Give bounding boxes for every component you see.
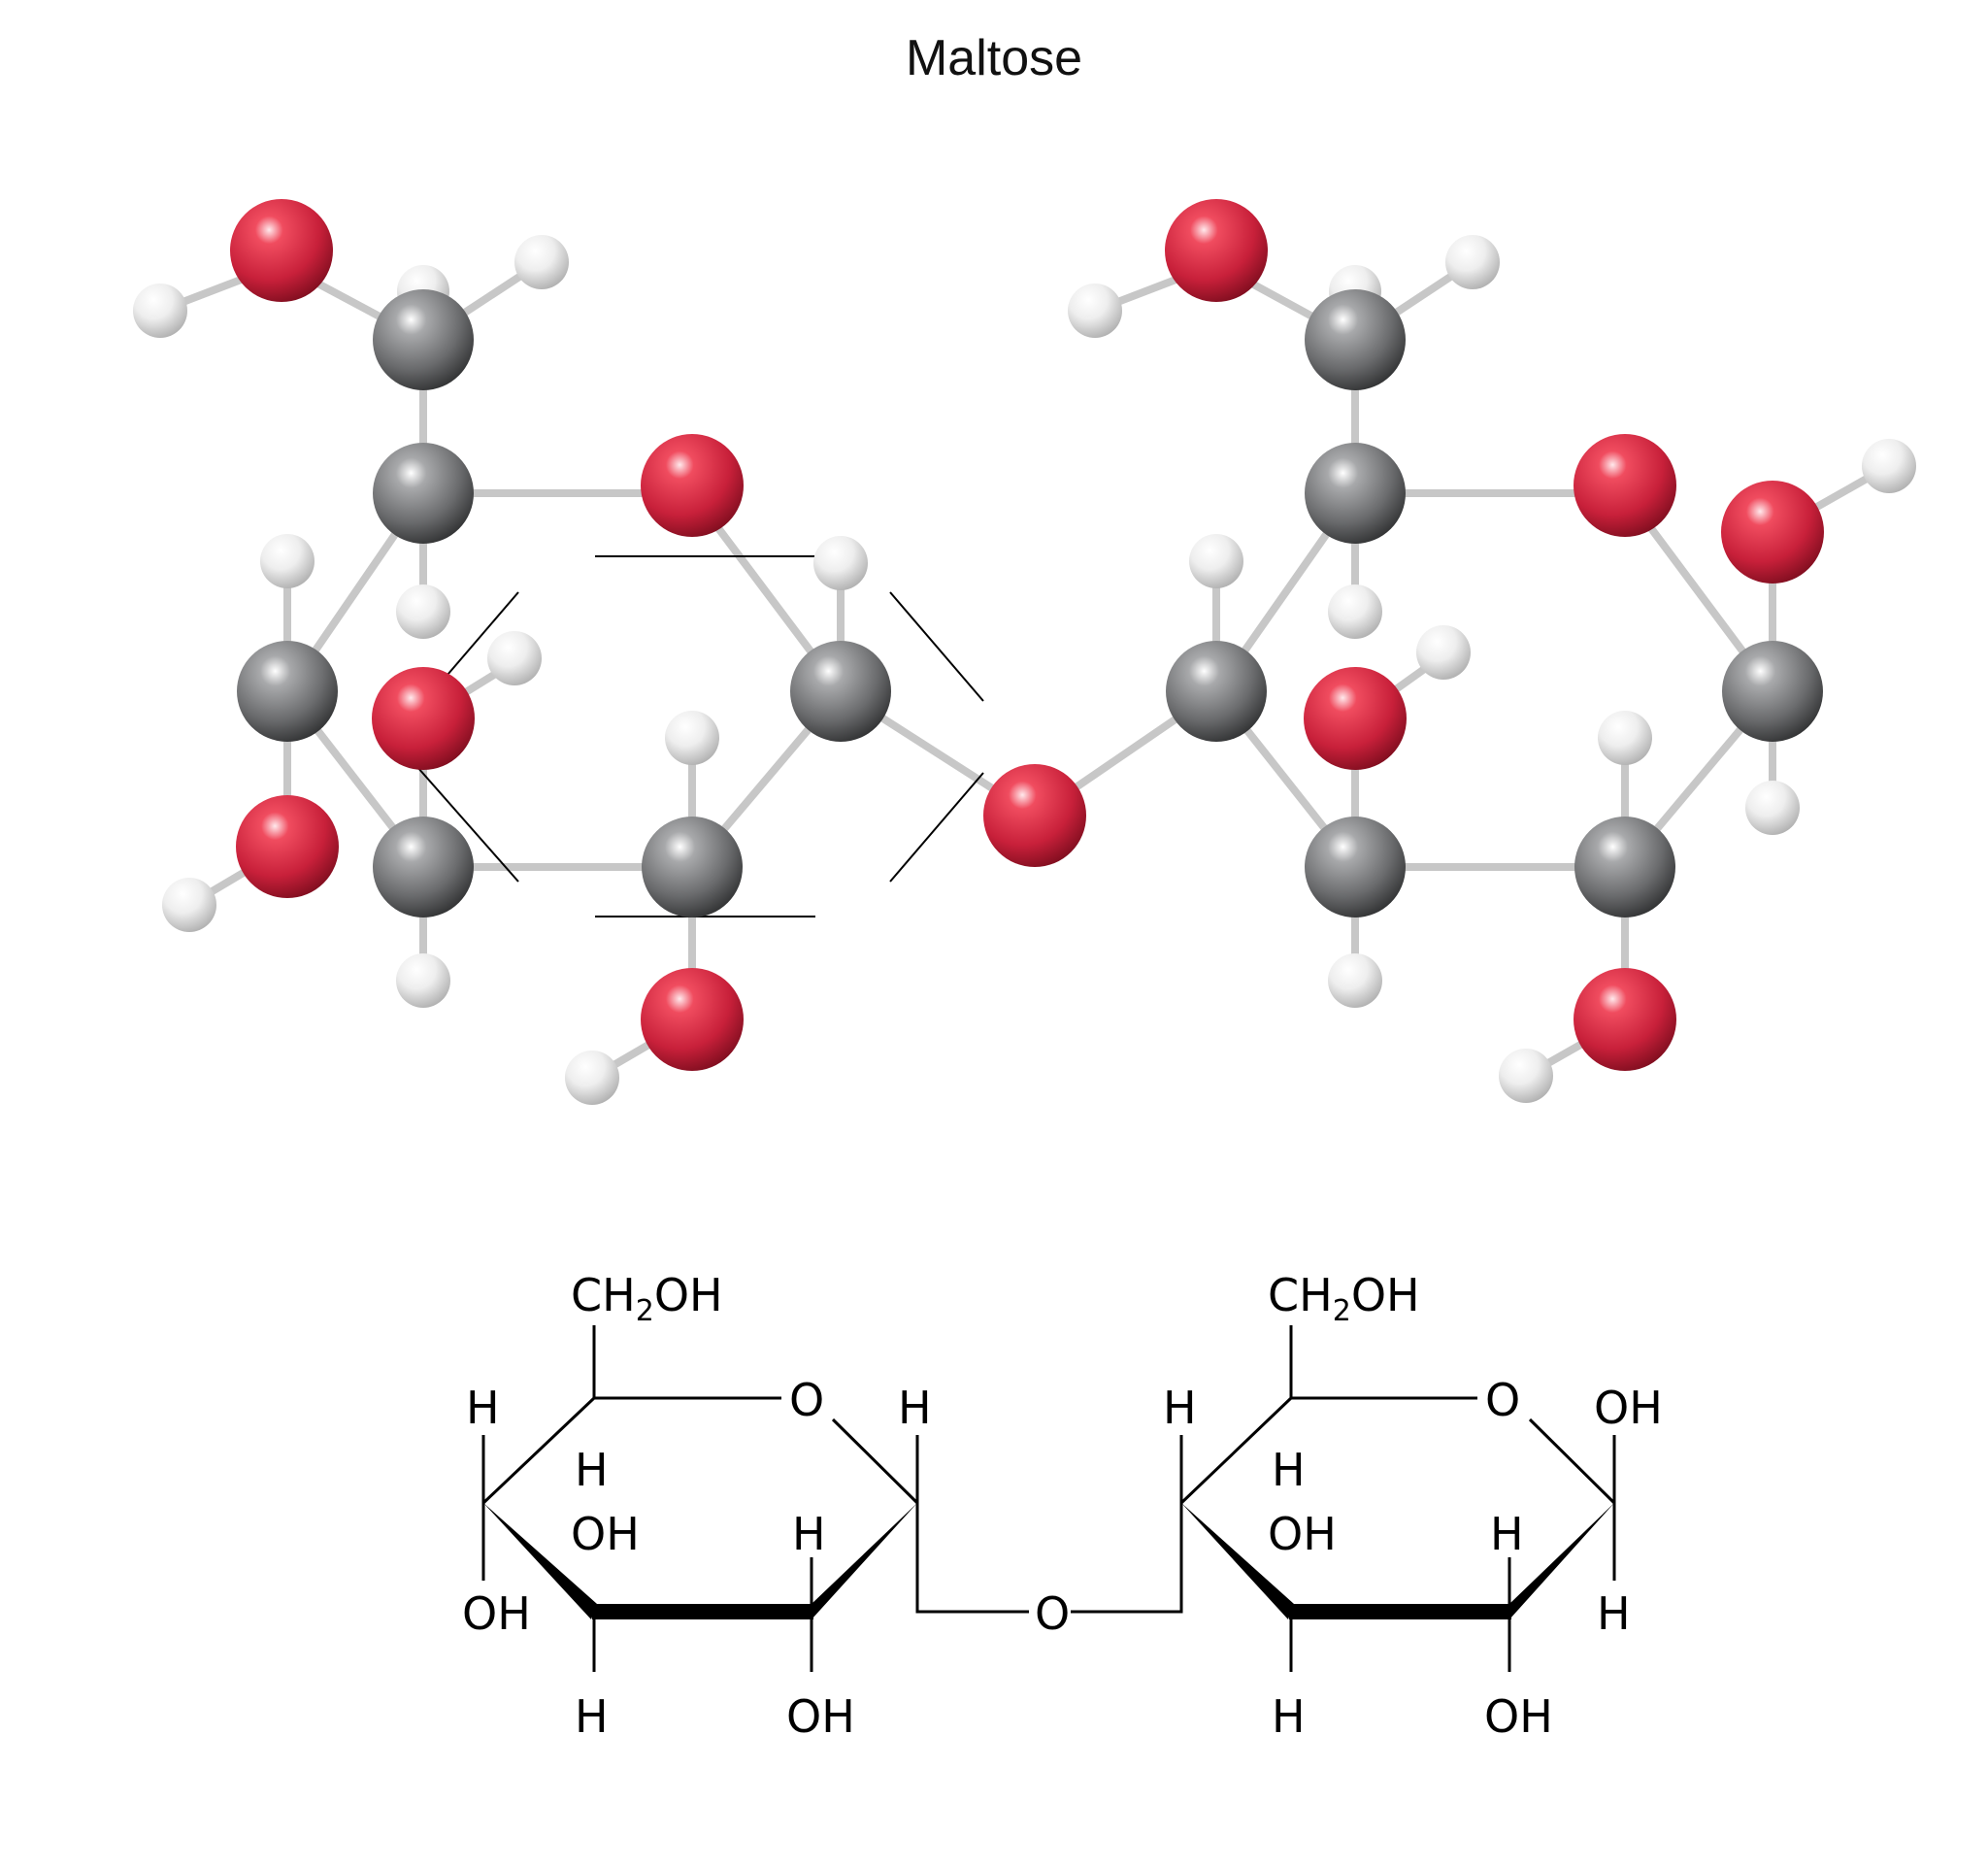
hydrogen-atom <box>1189 534 1243 588</box>
carbon-atom <box>1722 641 1823 742</box>
oxygen-atom <box>236 795 339 898</box>
ball-and-stick-model <box>133 199 1916 1105</box>
ring-bond <box>1179 1396 1293 1505</box>
hydrogen-atom <box>1745 781 1800 835</box>
h-label: H <box>1163 1382 1197 1434</box>
ring-bond <box>831 1418 919 1505</box>
hydrogen-atom <box>514 235 569 289</box>
hydrogen-atom <box>133 284 187 338</box>
ch2oh-label-left: CH2OH <box>571 1269 723 1328</box>
ch2oh-label-right: CH2OH <box>1268 1269 1420 1328</box>
ring-bond <box>1528 1418 1616 1505</box>
wedge-bond <box>1181 1503 1294 1619</box>
oxygen-atom <box>983 764 1086 867</box>
hydrogen-atom <box>813 536 868 590</box>
oxygen-atoms <box>230 199 1824 1071</box>
guide-line <box>441 591 519 683</box>
oxygen-atom <box>1304 667 1407 770</box>
h-label: H <box>1272 1444 1306 1496</box>
carbon-atom <box>1305 289 1406 390</box>
carbon-atom <box>790 641 891 742</box>
hydrogen-atom <box>1862 439 1916 493</box>
bridge-oxygen-label: O <box>1035 1587 1070 1640</box>
diagram-title: Maltose <box>905 30 1083 86</box>
oxygen-atom <box>641 968 744 1071</box>
carbon-atom <box>1305 817 1406 917</box>
glycosidic-bond <box>915 1503 1029 1614</box>
hydrogen-atom <box>1499 1049 1553 1103</box>
guide-line <box>889 591 984 702</box>
hydrogen-atom <box>487 631 542 685</box>
carbon-atom <box>642 817 743 917</box>
hydrogen-atom <box>1598 711 1652 765</box>
carbon-atoms <box>237 289 1823 917</box>
h-label: H <box>1490 1508 1524 1560</box>
hydrogen-atom <box>1068 284 1122 338</box>
oh-label: OH <box>571 1508 640 1560</box>
hydrogen-atom <box>1445 235 1500 289</box>
hydrogen-atom <box>1416 625 1471 680</box>
wedge-bond <box>812 1503 917 1619</box>
oxygen-atom <box>1574 968 1676 1071</box>
guide-line <box>416 766 519 883</box>
oxygen-atom <box>230 199 333 302</box>
carbon-atom <box>1574 817 1675 917</box>
carbon-atom <box>373 289 474 390</box>
h-label: H <box>1272 1690 1306 1743</box>
glycosidic-bond <box>1071 1503 1183 1614</box>
hydrogen-atom <box>1328 584 1382 639</box>
hydrogen-atom <box>396 953 450 1008</box>
oxygen-atom <box>641 434 744 537</box>
oh-label: OH <box>462 1587 531 1640</box>
hydrogen-atom <box>396 584 450 639</box>
carbon-atom <box>237 641 338 742</box>
haworth-labels-left: CH2OH O H H OH H OH H H OH <box>462 1269 932 1743</box>
bold-bond <box>592 1604 813 1619</box>
wedge-bond <box>1509 1503 1614 1619</box>
hydrogen-atom <box>162 878 216 932</box>
ring-guide-lines <box>416 555 984 917</box>
oh-label: OH <box>1594 1382 1663 1434</box>
oxygen-atom <box>1721 481 1824 584</box>
oh-label: OH <box>786 1690 855 1743</box>
hydrogen-atom <box>565 1051 619 1105</box>
h-label: H <box>1597 1587 1631 1640</box>
haworth-projection: CH2OH O H H OH H OH H H OH O CH2OH O H O… <box>462 1269 1663 1743</box>
hydrogen-atom <box>665 711 719 765</box>
carbon-atom <box>1305 443 1406 544</box>
oh-label: OH <box>1268 1508 1337 1560</box>
carbon-atom <box>373 817 474 917</box>
hydrogen-atoms <box>133 235 1916 1105</box>
carbon-atom <box>1166 641 1267 742</box>
oh-label: OH <box>1484 1690 1553 1743</box>
h-label: H <box>575 1444 609 1496</box>
oxygen-atom <box>1574 434 1676 537</box>
guide-line <box>889 772 984 883</box>
ring-oxygen-label-right: O <box>1485 1374 1520 1426</box>
hydrogen-atom <box>1328 953 1382 1008</box>
haworth-wedges <box>483 1503 1614 1619</box>
bold-bond <box>1289 1604 1511 1619</box>
carbon-atom <box>373 443 474 544</box>
haworth-bonds <box>481 1325 1616 1672</box>
h-label: H <box>792 1508 826 1560</box>
h-label: H <box>575 1690 609 1743</box>
wedge-bond <box>483 1503 597 1619</box>
ring-oxygen-label-left: O <box>789 1374 824 1426</box>
oxygen-atom <box>372 667 475 770</box>
haworth-labels-right: CH2OH O H OH H OH H H OH H <box>1163 1269 1663 1743</box>
h-label: H <box>466 1382 500 1434</box>
h-label: H <box>898 1382 932 1434</box>
hydrogen-atom <box>260 534 315 588</box>
oxygen-atom <box>1165 199 1268 302</box>
ring-bond <box>481 1396 596 1505</box>
